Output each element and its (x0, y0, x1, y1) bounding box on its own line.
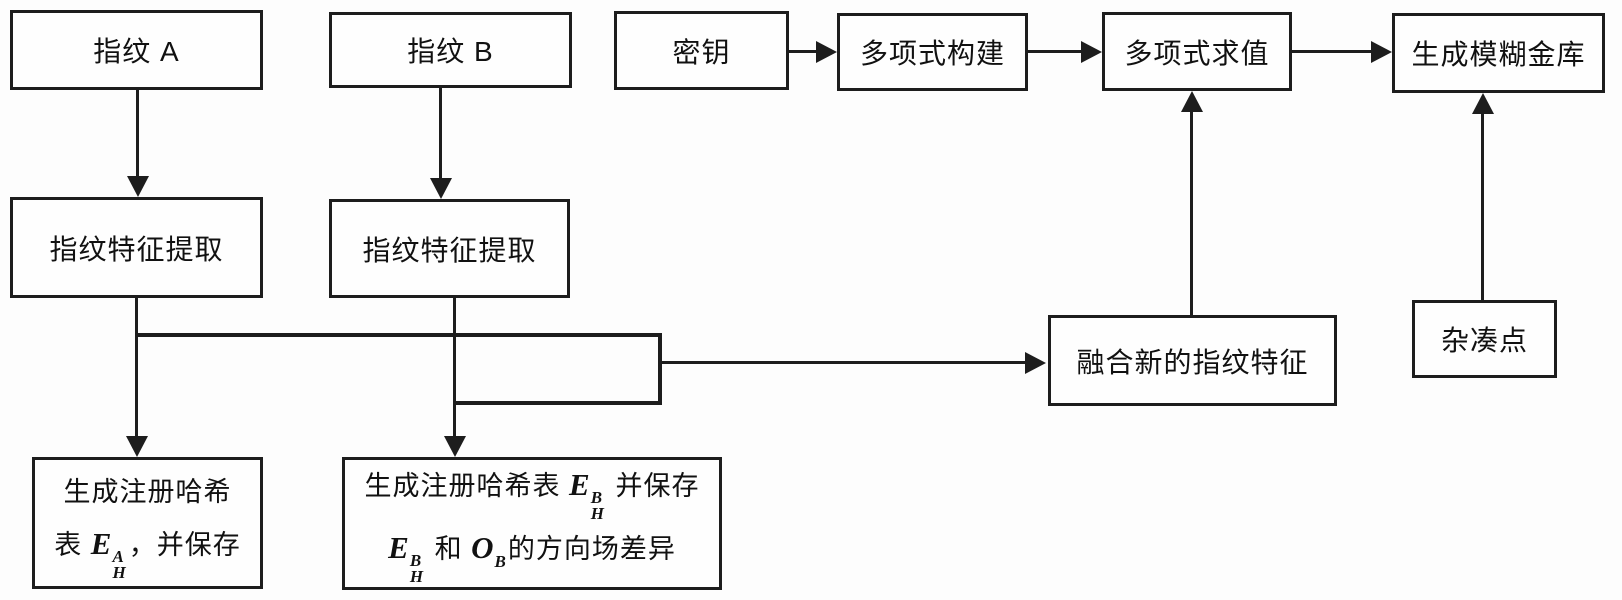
symbol-ob: OB (471, 530, 508, 571)
arrow-fpa-to-extracta-line (136, 90, 139, 179)
node-extract-b-label: 指纹特征提取 (362, 234, 537, 266)
symbol-ehb-2-base: E (388, 530, 409, 565)
arrow-key-to-polybuild-head (816, 41, 837, 63)
symbol-ehb-2-sup: B (409, 551, 422, 570)
hash-table-b-line1-pre: 生成注册哈希表 (364, 471, 570, 501)
node-poly-eval: 多项式求值 (1102, 12, 1292, 91)
arrow-polyeval-to-vault-line (1292, 50, 1374, 53)
arrow-merge-to-fuse-head (1025, 352, 1046, 374)
symbol-ob-base: O (471, 530, 494, 565)
node-hash-points: 杂凑点 (1412, 300, 1557, 378)
arrow-fuse-to-polyeval-line (1190, 109, 1193, 315)
arrow-fpb-to-extractb-head (430, 178, 452, 199)
arrow-hashpoints-to-vault-head (1472, 93, 1494, 114)
node-poly-eval-label: 多项式求值 (1124, 37, 1270, 69)
node-extract-a-label: 指纹特征提取 (49, 233, 224, 265)
node-extract-b: 指纹特征提取 (329, 199, 570, 298)
arrow-polyeval-to-vault-head (1371, 41, 1392, 63)
node-hash-points-label: 杂凑点 (1440, 325, 1528, 356)
merge-connector-top-line (136, 333, 662, 337)
symbol-ehb-2-sub: H (409, 567, 424, 586)
arrow-hashpoints-to-vault-line (1481, 111, 1484, 300)
symbol-eha-base: E (90, 525, 112, 561)
arrow-fpa-to-extracta-head (127, 176, 149, 197)
arrow-fuse-to-polyeval-head (1181, 91, 1203, 112)
node-fingerprint-b-label: 指纹 B (407, 36, 494, 67)
node-fuzzy-vault-label: 生成模糊金库 (1411, 39, 1586, 70)
symbol-ehb-1-base: E (569, 467, 590, 502)
arrow-extractb-to-hashtableb-line (453, 297, 456, 438)
node-extract-a: 指纹特征提取 (10, 197, 263, 298)
merge-connector-right-line (658, 333, 662, 405)
hash-table-b-line2-post: 的方向场差异 (507, 534, 676, 564)
symbol-ehb-1-sub: H (590, 504, 604, 523)
hash-table-a-line1-text: 生成注册哈希 (63, 476, 232, 507)
node-fingerprint-a: 指纹 A (10, 10, 263, 90)
node-fingerprint-b: 指纹 B (329, 12, 572, 88)
arrow-polybuild-to-polyeval-head (1081, 41, 1102, 63)
arrow-extractb-to-hashtableb-head (444, 436, 466, 457)
node-fingerprint-a-label: 指纹 A (93, 36, 180, 67)
arrow-extracta-to-hashtablea-line (135, 298, 138, 438)
node-fuse-features-label: 融合新的指纹特征 (1076, 346, 1309, 378)
symbol-ob-sub: B (494, 552, 506, 571)
node-secret-key-label: 密钥 (672, 36, 731, 68)
hash-table-a-line2-pre: 表 (54, 529, 91, 560)
symbol-ehb-1-sup: B (590, 488, 603, 507)
hash-table-a-line1: 生成注册哈希 (64, 466, 232, 518)
symbol-eha-sub: H (112, 562, 126, 582)
hash-table-b-line1-post: 并保存 (606, 471, 700, 501)
node-fuzzy-vault: 生成模糊金库 (1392, 13, 1605, 93)
arrow-merge-to-fuse-line (660, 361, 1028, 364)
arrow-fpb-to-extractb-line (439, 88, 442, 181)
node-poly-build: 多项式构建 (837, 13, 1028, 91)
arrow-key-to-polybuild-line (789, 50, 820, 53)
node-secret-key: 密钥 (614, 11, 789, 90)
merge-connector-bottom-line (455, 401, 662, 405)
hash-table-a-line2-post: ，并保存 (128, 529, 241, 560)
arrow-polybuild-to-polyeval-line (1028, 50, 1084, 53)
arrow-extracta-to-hashtablea-head (126, 436, 148, 457)
hash-table-b-mid: 和 (426, 534, 472, 564)
symbol-eha-sup: A (112, 546, 124, 566)
node-fuse-features: 融合新的指纹特征 (1048, 315, 1337, 406)
node-poly-build-label: 多项式构建 (859, 38, 1005, 69)
